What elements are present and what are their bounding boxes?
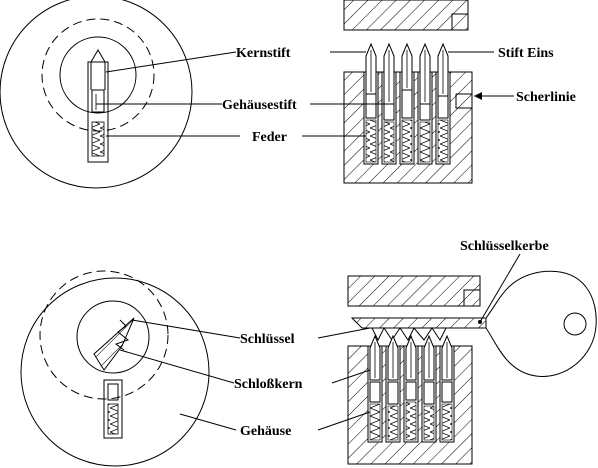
springs bbox=[365, 119, 449, 163]
key-shaft bbox=[350, 317, 487, 329]
label-stift-eins: Stift Eins bbox=[498, 46, 554, 61]
key-profile bbox=[93, 317, 135, 371]
label-scherlinie: Scherlinie bbox=[516, 90, 576, 105]
side-view-locked bbox=[96, 0, 514, 184]
label-kernstift: Kernstift bbox=[236, 46, 291, 61]
housing-circle-2 bbox=[20, 277, 210, 467]
label-schluessel: Schlüssel bbox=[240, 332, 295, 347]
label-schluesselkerbe: Schlüsselkerbe bbox=[460, 239, 549, 254]
plug-circle bbox=[59, 36, 137, 114]
label-gehaeuse: Gehäuse bbox=[240, 424, 291, 439]
driver-pins bbox=[365, 89, 449, 121]
key-hole bbox=[563, 312, 587, 336]
key-bow bbox=[485, 270, 597, 377]
driver-pin bbox=[91, 89, 105, 113]
side-view-with-key bbox=[317, 253, 597, 465]
label-feder: Feder bbox=[252, 130, 287, 145]
spring bbox=[91, 121, 105, 157]
plug-circle-2 bbox=[76, 300, 150, 374]
key-blank-top-2 bbox=[347, 275, 481, 307]
label-schlosskern: Schloßkern bbox=[234, 377, 303, 392]
front-view-locked bbox=[0, 0, 193, 189]
key-blank-top bbox=[343, 0, 469, 31]
front-view-unlocked bbox=[20, 270, 241, 467]
pin-channel-2 bbox=[103, 379, 123, 439]
housing-circle bbox=[0, 0, 193, 189]
plug-outline-dashed bbox=[41, 18, 155, 132]
key-pin-tip bbox=[90, 49, 106, 63]
label-gehaeusestift: Gehäusestift bbox=[222, 98, 297, 113]
